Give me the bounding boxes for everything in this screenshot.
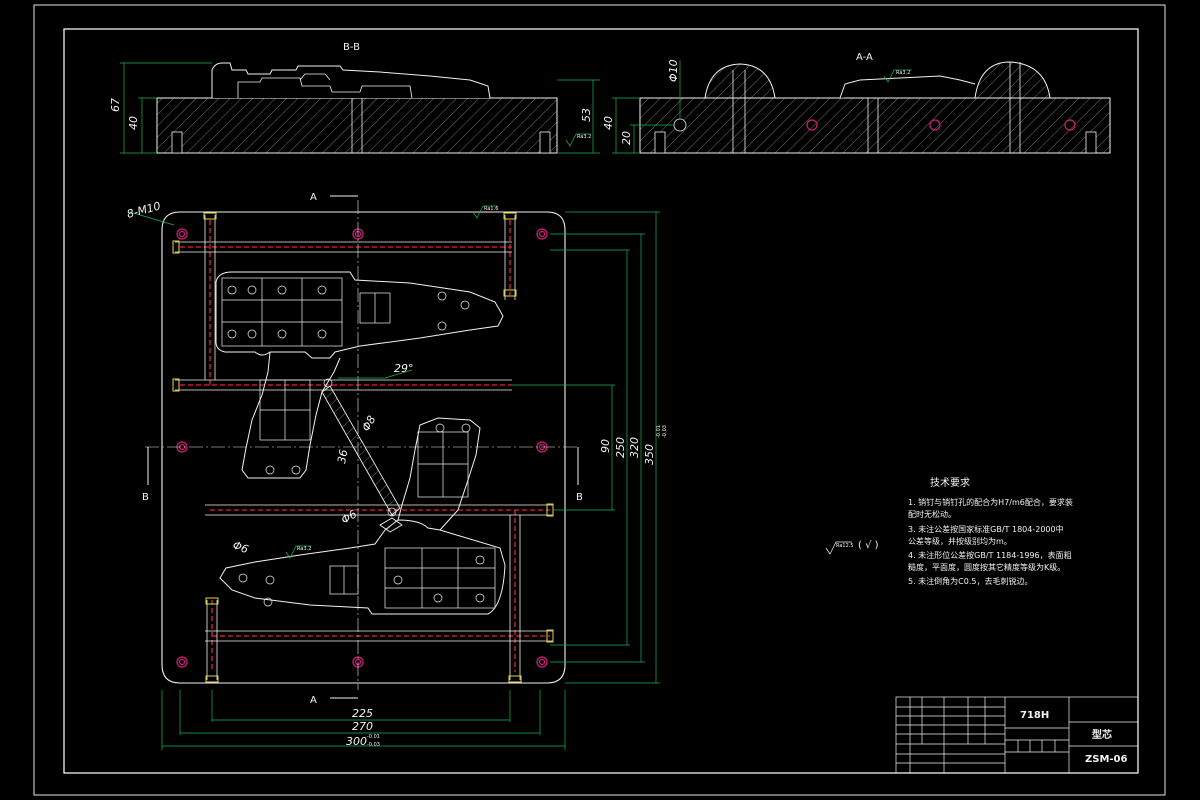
general-roughness: Ra12.5 bbox=[836, 543, 854, 549]
tech-note-line-1: 1. 销钉与销钉孔的配合为H7/m6配合，要求装 bbox=[908, 497, 1073, 507]
dim-aa-phi10: Φ10 bbox=[667, 59, 680, 82]
bb-roughness: Ra3.2 bbox=[577, 134, 591, 140]
dim-bb-53: 53 bbox=[580, 108, 593, 122]
section-bb-view: B-B 67 40 53 Ra3.2 bbox=[109, 42, 600, 154]
dim-bb-67: 67 bbox=[109, 98, 122, 112]
dim-300: 300 bbox=[346, 735, 367, 748]
section-bb-profile bbox=[211, 62, 491, 99]
title-material: 718H bbox=[1020, 710, 1049, 721]
tol-350-lower: -0.03 bbox=[662, 425, 668, 438]
general-roughness-paren: ( √ ) bbox=[858, 540, 879, 551]
outer-sheet-border bbox=[33, 4, 1166, 796]
aa-roughness: Ra3.2 bbox=[896, 70, 910, 76]
dim-250: 250 bbox=[614, 437, 627, 458]
title-drawing-no: ZSM-06 bbox=[1085, 754, 1128, 765]
tech-notes-title: 技术要求 bbox=[930, 476, 970, 489]
section-aa-label: A-A bbox=[856, 52, 873, 63]
tech-note-line-5: 4. 未注形位公差按GB/T 1184-1996，表面粗 bbox=[908, 550, 1072, 560]
tech-note-line-2: 配时无松动。 bbox=[908, 509, 956, 519]
tech-notes: 技术要求 1. 销钉与销钉孔的配合为H7/m6配合，要求装 配时无松动。 3. … bbox=[825, 476, 1073, 586]
section-bb-label: B-B bbox=[343, 42, 360, 53]
plate-outline bbox=[161, 211, 566, 684]
dim-phi8: Φ8 bbox=[359, 413, 378, 433]
thread-callout: 8-M10 bbox=[125, 199, 162, 220]
tech-note-line-4: 公差等级，并按级别均为m。 bbox=[908, 536, 1012, 546]
dim-aa-20: 20 bbox=[620, 131, 633, 145]
upper-core-outline bbox=[215, 271, 504, 359]
section-aa-body bbox=[639, 97, 1111, 154]
dim-36: 36 bbox=[335, 448, 350, 464]
section-bb-body bbox=[156, 97, 558, 154]
section-mark-b-left: B bbox=[142, 492, 149, 503]
section-aa-profile bbox=[704, 63, 776, 99]
dim-225: 225 bbox=[352, 707, 373, 720]
runner bbox=[321, 385, 403, 533]
dim-270: 270 bbox=[352, 720, 373, 733]
tol-300-upper: -0.01 bbox=[367, 734, 380, 740]
lower-core-outline bbox=[219, 519, 506, 615]
dim-350: 350 bbox=[643, 444, 656, 465]
plan-roughness-1: Ra1.6 bbox=[484, 206, 498, 212]
plan-view: A A B B bbox=[125, 192, 668, 750]
angle-29: 29° bbox=[394, 362, 414, 375]
dim-bb-40: 40 bbox=[127, 116, 140, 130]
aa-hole-3 bbox=[1064, 119, 1076, 131]
aa-hole-2 bbox=[929, 119, 941, 131]
tech-note-line-6: 糙度，平面度，圆度按其它精度等级为K级。 bbox=[908, 562, 1065, 572]
tol-300-lower: -0.03 bbox=[367, 742, 380, 748]
section-mark-a-top: A bbox=[310, 192, 317, 203]
section-aa-view: A-A 40 20 Φ10 Ra3.2 bbox=[602, 52, 1111, 154]
dim-phi6-b: Φ6 bbox=[231, 539, 250, 557]
tech-note-line-7: 5. 未注倒角为C0.5，去毛刺锐边。 bbox=[908, 576, 1032, 586]
inner-drawing-frame bbox=[63, 28, 1139, 774]
title-block bbox=[895, 696, 1139, 774]
section-mark-b-right: B bbox=[576, 492, 583, 503]
title-part-name: 型芯 bbox=[1092, 728, 1112, 741]
dim-90: 90 bbox=[599, 439, 612, 453]
tol-350-upper: -0.01 bbox=[656, 425, 662, 438]
section-mark-a-bottom: A bbox=[310, 695, 317, 706]
dim-320: 320 bbox=[628, 437, 641, 458]
tech-note-line-3: 3. 未注公差按国家标准GB/T 1804-2000中 bbox=[908, 524, 1064, 534]
aa-hole-1 bbox=[806, 119, 818, 131]
dim-aa-40: 40 bbox=[602, 116, 615, 130]
plan-roughness-2: Ra3.2 bbox=[297, 546, 311, 552]
cooling-channels bbox=[180, 220, 550, 672]
